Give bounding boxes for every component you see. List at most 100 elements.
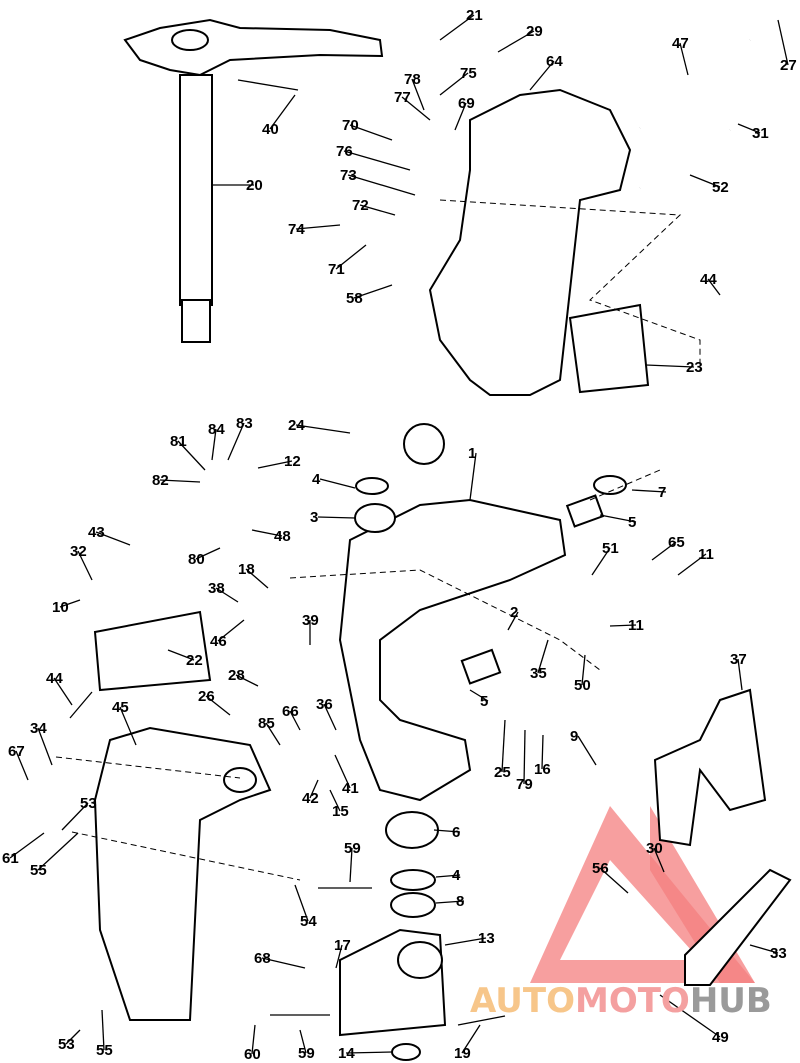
callout-42: 42 — [302, 790, 319, 807]
callout-9: 9 — [570, 728, 578, 745]
callout-19: 19 — [454, 1045, 471, 1062]
callout-36: 36 — [316, 696, 333, 713]
leader-line — [497, 30, 535, 53]
leader-line — [65, 1029, 81, 1045]
callout-48: 48 — [274, 528, 291, 545]
leader-line — [53, 677, 73, 706]
callout-33: 33 — [770, 945, 787, 962]
callout-85: 85 — [258, 715, 275, 732]
callout-73: 73 — [340, 167, 357, 184]
callout-31: 31 — [752, 125, 769, 142]
callout-64: 64 — [546, 53, 563, 70]
callout-83: 83 — [236, 415, 253, 432]
callout-78: 78 — [404, 71, 421, 88]
callout-46: 46 — [210, 633, 227, 650]
leader-line — [294, 884, 309, 922]
callout-84: 84 — [208, 421, 225, 438]
callout-11: 11 — [698, 546, 714, 563]
leader-line — [205, 695, 231, 716]
leader-line — [439, 14, 475, 41]
leader-line — [37, 832, 79, 871]
leader-line — [265, 722, 281, 746]
leader-line — [37, 727, 53, 766]
leader-line — [217, 619, 245, 642]
leader-line — [541, 734, 544, 770]
clamp-bracket — [93, 726, 272, 1021]
leader-line — [469, 452, 477, 501]
leader-line — [9, 832, 45, 859]
leader-line — [631, 489, 667, 493]
leader-line — [439, 72, 469, 96]
callout-16: 16 — [534, 761, 551, 778]
leader-line — [215, 587, 239, 603]
callout-61: 61 — [2, 850, 19, 867]
callout-79: 79 — [516, 776, 533, 793]
callout-80: 80 — [188, 551, 205, 568]
leader-line — [401, 96, 431, 121]
callout-47: 47 — [672, 35, 689, 52]
callout-27: 27 — [780, 57, 797, 74]
callout-6: 6 — [452, 824, 460, 841]
leader-line — [227, 422, 245, 461]
leader-line — [61, 802, 89, 831]
callout-18: 18 — [238, 561, 255, 578]
leader-line — [343, 150, 411, 171]
callout-70: 70 — [342, 117, 359, 134]
leader-line — [349, 847, 353, 883]
callout-53: 53 — [80, 795, 97, 812]
leader-line — [454, 102, 467, 131]
callout-15: 15 — [332, 803, 349, 820]
leader-line — [591, 547, 611, 576]
leader-line — [689, 174, 721, 188]
leader-line — [749, 944, 779, 954]
leader-line — [335, 244, 367, 270]
callout-29: 29 — [526, 23, 543, 40]
leader-line — [329, 789, 341, 812]
callout-11: 11 — [628, 617, 644, 634]
bracket-64 — [428, 88, 632, 396]
callout-26: 26 — [198, 688, 215, 705]
callout-24: 24 — [288, 417, 305, 434]
logo-hub: HUB — [690, 981, 772, 1021]
leader-line — [469, 689, 489, 702]
callout-40: 40 — [262, 121, 279, 138]
leader-line — [177, 440, 206, 471]
callout-34: 34 — [30, 720, 47, 737]
callout-1: 1 — [468, 445, 476, 462]
callout-65: 65 — [668, 534, 685, 551]
leader-line — [599, 867, 629, 894]
callout-67: 67 — [8, 743, 25, 760]
callout-8: 8 — [456, 893, 464, 910]
leader-line — [211, 428, 217, 461]
callout-21: 21 — [466, 7, 483, 24]
callout-69: 69 — [458, 95, 475, 112]
callout-72: 72 — [352, 197, 369, 214]
leader-line — [609, 624, 637, 627]
callout-23: 23 — [686, 359, 703, 376]
callout-53: 53 — [58, 1036, 75, 1053]
leader-line — [435, 874, 461, 878]
leader-line — [707, 278, 721, 296]
leader-line — [653, 847, 665, 873]
leader-line — [95, 531, 131, 546]
callout-82: 82 — [152, 472, 169, 489]
callout-45: 45 — [112, 699, 129, 716]
callout-74: 74 — [288, 221, 305, 238]
callout-30: 30 — [646, 840, 663, 857]
leader-line — [251, 529, 283, 537]
leader-line — [295, 424, 351, 434]
leader-line — [159, 479, 201, 483]
callout-44: 44 — [700, 271, 717, 288]
callout-51: 51 — [602, 540, 619, 557]
callout-25: 25 — [494, 764, 511, 781]
logo-moto: MOTO — [575, 981, 690, 1021]
leader-line — [645, 364, 695, 368]
callout-35: 35 — [530, 665, 547, 682]
leader-line — [529, 60, 555, 91]
callout-37: 37 — [730, 651, 747, 668]
callout-3: 3 — [310, 509, 318, 526]
callout-59: 59 — [298, 1045, 315, 1062]
leader-line — [323, 703, 337, 731]
callout-76: 76 — [336, 143, 353, 160]
